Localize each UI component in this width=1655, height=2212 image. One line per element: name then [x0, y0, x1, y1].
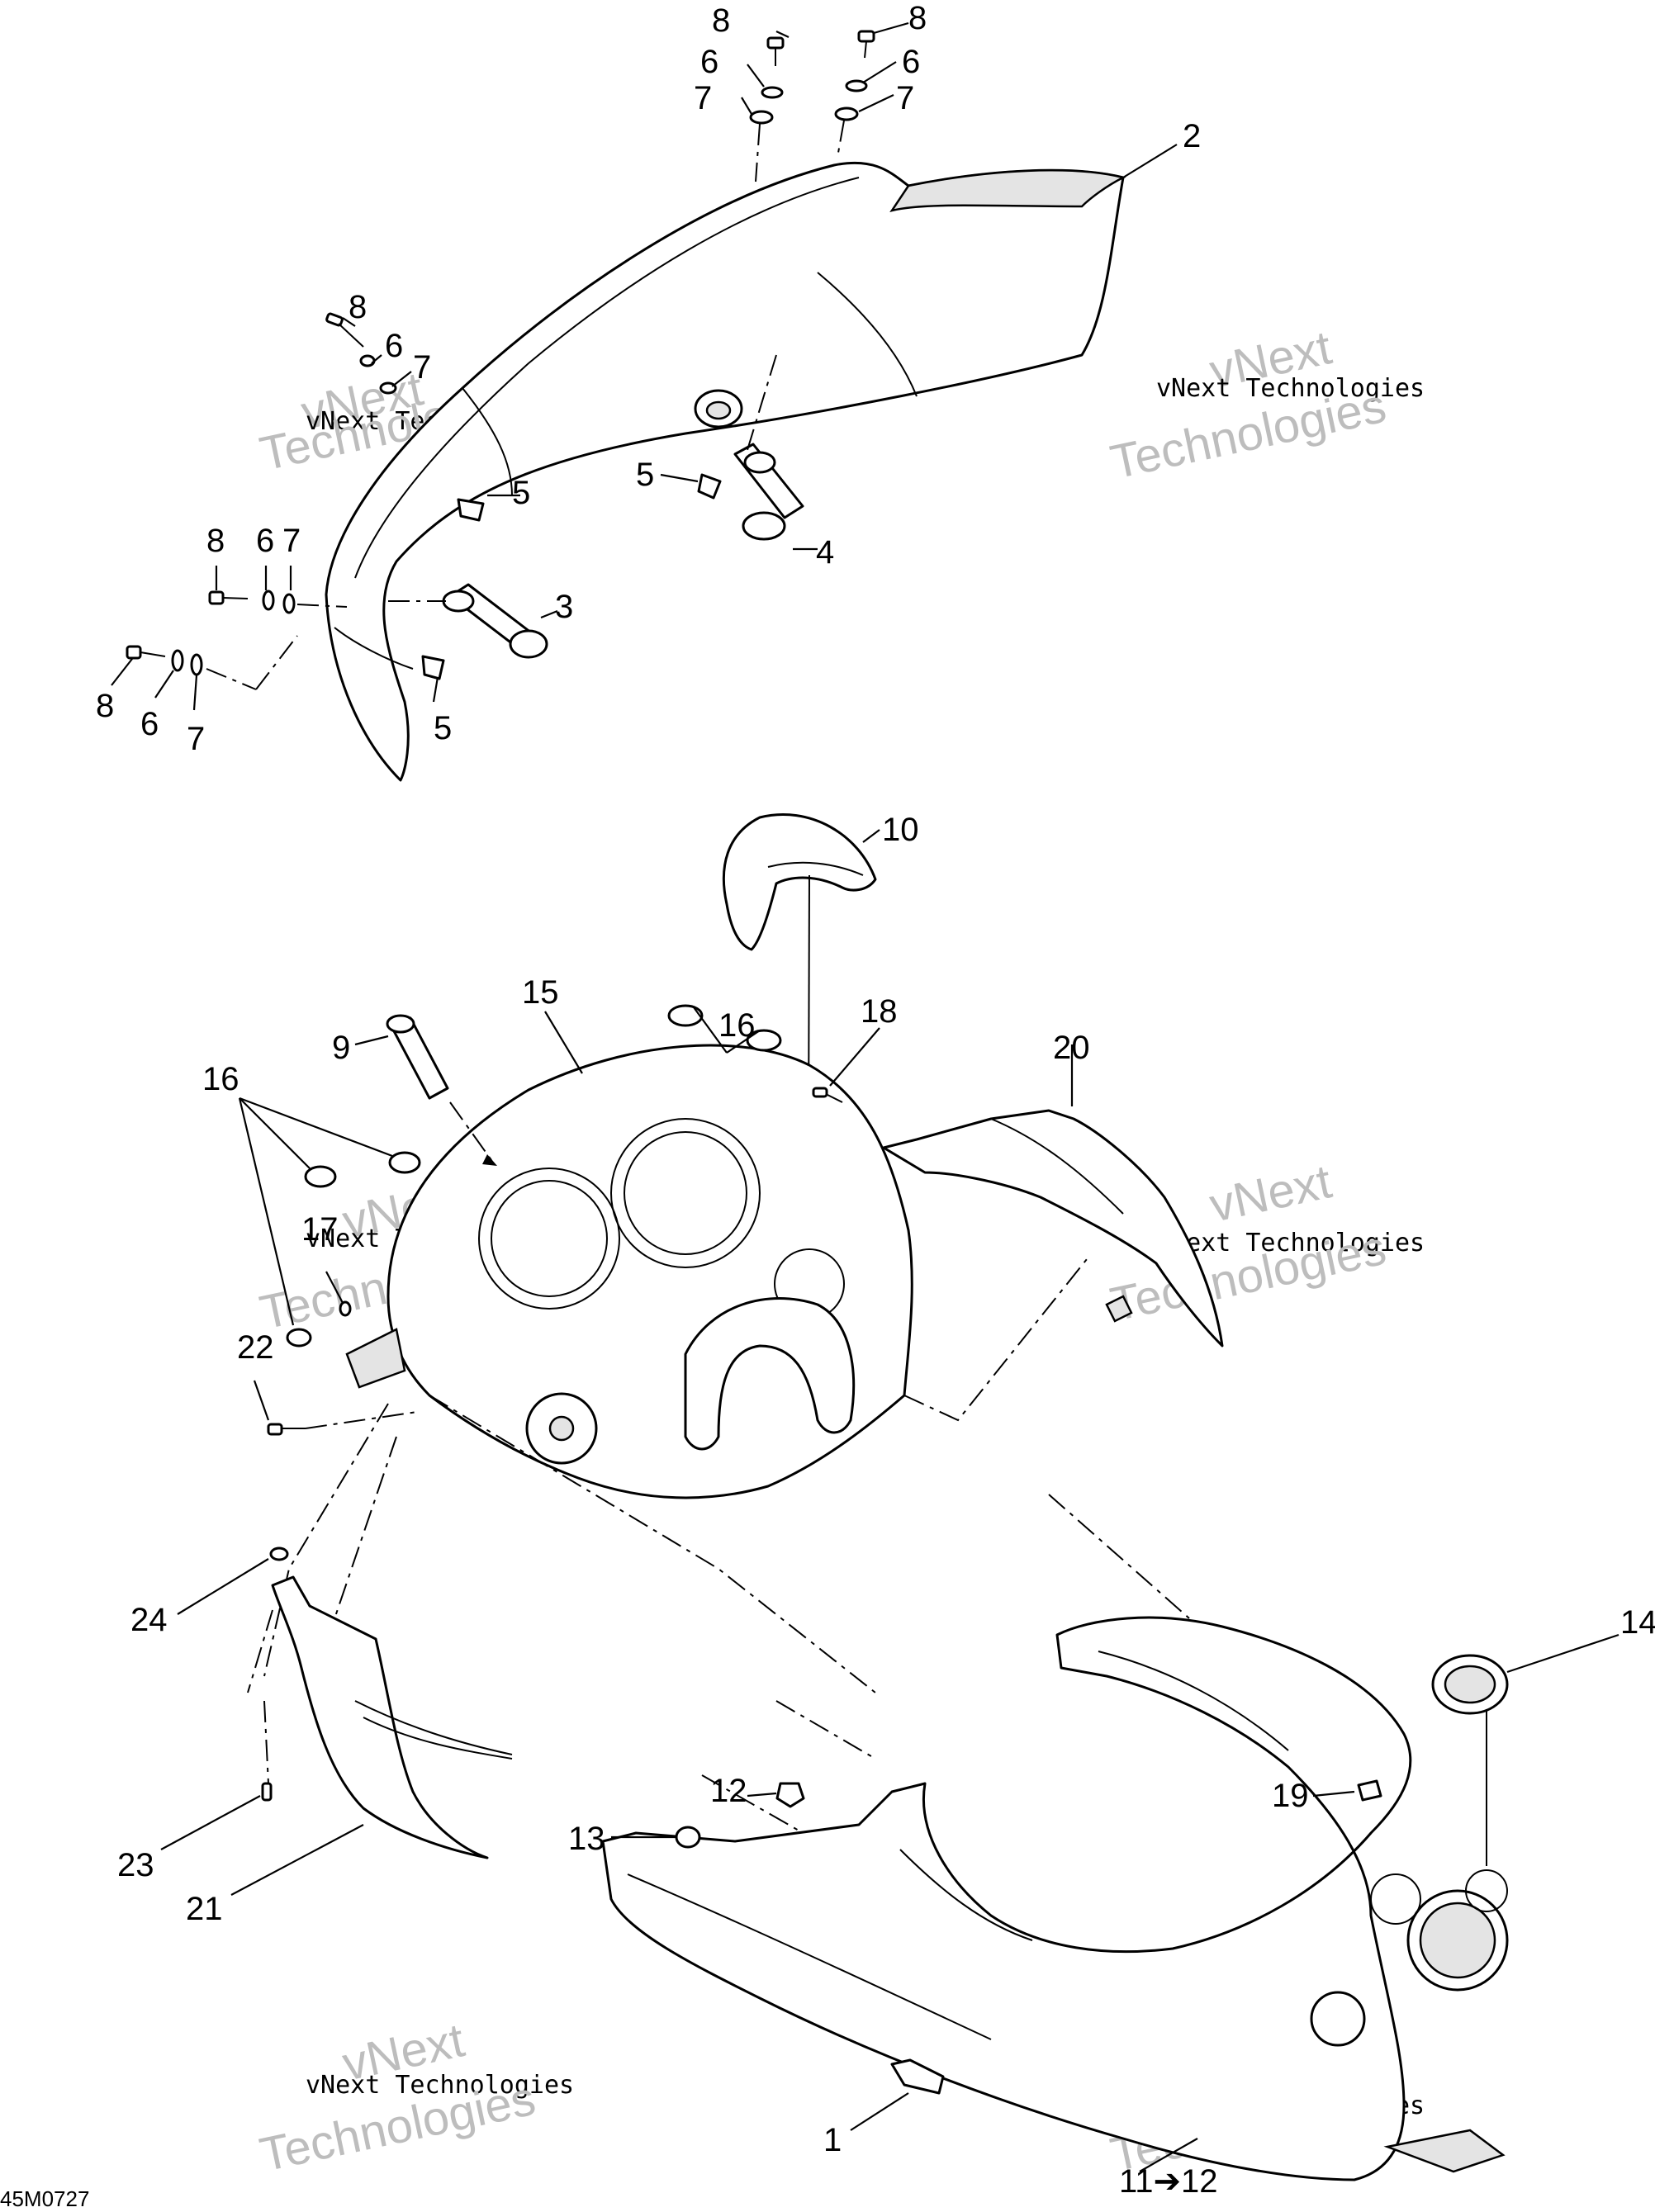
watermark-text: vNext Technologies [306, 2071, 574, 2100]
callout-5: 5 [434, 710, 452, 746]
part-9 [386, 1014, 497, 1166]
callout-3: 3 [555, 589, 573, 625]
callout-9: 9 [332, 1030, 350, 1066]
part-ring-14 [1431, 1654, 1509, 1866]
handle-part-3 [388, 583, 548, 659]
callout-10: 10 [882, 812, 919, 848]
callout-20: 20 [1053, 1030, 1090, 1066]
callout-22: 22 [237, 1329, 274, 1366]
callout-labels: 8 6 7 8 6 7 2 8 6 7 5 5 4 8 6 7 3 8 6 7 … [96, 0, 1655, 2158]
callout-15: 15 [522, 974, 559, 1011]
callout-8: 8 [712, 2, 730, 39]
callout-6: 6 [140, 706, 159, 742]
fastener-stack-top-left [749, 36, 785, 182]
clip-part-5 [421, 473, 722, 680]
callout-19: 19 [1272, 1778, 1309, 1814]
callout-13: 13 [568, 1821, 605, 1857]
callout-6: 6 [700, 44, 718, 80]
watermark-text: vNext Technologies [1156, 1229, 1425, 1258]
part-dash-panel-15 [345, 1044, 913, 1499]
drawing-code: 45M0727 [0, 2186, 89, 2211]
callout-8: 8 [908, 0, 927, 36]
callout-6: 6 [385, 328, 403, 364]
callout-7: 7 [187, 721, 205, 757]
fastener-stack-left-mid [208, 590, 348, 614]
callout-5: 5 [512, 475, 530, 511]
callout-2: 2 [1183, 118, 1201, 154]
callout-7: 7 [282, 523, 301, 559]
callout-23: 23 [117, 1847, 154, 1883]
callout-14: 14 [1620, 1604, 1655, 1641]
callout-8: 8 [206, 523, 225, 559]
callout-24: 24 [130, 1602, 168, 1638]
callout-16: 16 [202, 1061, 239, 1097]
part-lower-body-14 [601, 1616, 1509, 2181]
handle-part-4 [733, 354, 804, 541]
small-parts [675, 1779, 1382, 1849]
callout-6: 6 [256, 523, 274, 559]
callout-12: 12 [710, 1773, 747, 1809]
callout-7: 7 [413, 349, 431, 386]
part-side-panel-21 [247, 1547, 513, 1859]
note-label: 11➔12 [1119, 2163, 1218, 2200]
callout-5: 5 [636, 457, 654, 493]
callout-8: 8 [96, 688, 114, 724]
watermark-text: vNext Technologies [1156, 374, 1425, 403]
fastener-stack-left-low [126, 635, 298, 690]
grommets-part-16 [286, 1004, 782, 1348]
screws [267, 1087, 843, 1436]
callout-21: 21 [186, 1891, 223, 1927]
callout-1: 1 [823, 2122, 842, 2158]
part-side-20 [882, 1109, 1224, 1348]
callout-7: 7 [694, 80, 712, 116]
callout-18: 18 [861, 993, 898, 1030]
callout-6: 6 [902, 44, 920, 80]
callout-7: 7 [896, 80, 914, 116]
callout-17: 17 [301, 1211, 339, 1248]
part-upper-cover [325, 161, 1126, 782]
fastener-stack-top-right [834, 30, 875, 154]
callout-8: 8 [349, 289, 367, 325]
callout-leaders [111, 21, 1619, 2172]
callout-16: 16 [718, 1007, 756, 1044]
callout-4: 4 [816, 534, 834, 571]
watermark-vnext: vNext [1205, 1154, 1336, 1232]
